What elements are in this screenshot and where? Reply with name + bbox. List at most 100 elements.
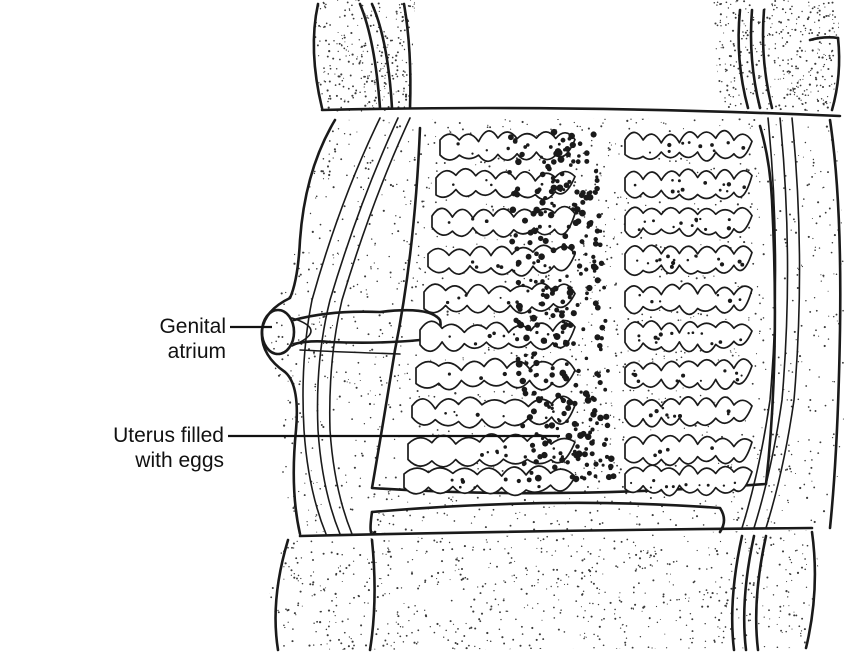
stipple-dot	[736, 608, 738, 610]
stipple-dot	[449, 542, 450, 543]
stipple-dot	[305, 85, 306, 86]
stipple-dot	[406, 535, 407, 536]
stipple-dot	[615, 143, 616, 144]
stipple-dot	[392, 418, 394, 420]
stipple-dot	[780, 31, 782, 33]
stipple-dot	[367, 51, 368, 52]
stipple-dot	[610, 443, 611, 444]
stipple-dot	[414, 34, 415, 35]
stipple-dot	[262, 588, 263, 589]
stipple-dot	[344, 9, 346, 11]
stipple-dot	[822, 555, 823, 556]
stipple-dot	[528, 169, 530, 171]
stipple-dot	[622, 486, 624, 488]
egg	[531, 448, 536, 453]
stipple-dot	[399, 528, 400, 529]
stipple-dot	[372, 531, 373, 532]
stipple-dot	[823, 187, 825, 189]
stipple-dot	[413, 277, 414, 278]
stipple-dot	[322, 426, 324, 428]
stipple-dot	[397, 230, 399, 232]
stipple-dot	[474, 646, 475, 647]
stipple-dot	[472, 534, 474, 536]
stipple-dot	[726, 69, 728, 71]
stipple-dot	[635, 570, 637, 572]
stipple-dot	[833, 445, 834, 446]
stipple-dot	[831, 51, 832, 52]
stipple-dot	[340, 107, 342, 109]
stipple-dot	[813, 159, 814, 160]
stipple-dot	[600, 371, 601, 372]
stipple-dot	[449, 130, 450, 131]
stipple-dot	[553, 607, 555, 609]
stipple-dot	[374, 404, 375, 405]
stipple-dot	[751, 651, 752, 652]
stipple-dot	[335, 622, 336, 623]
stipple-dot	[490, 606, 492, 608]
stipple-dot	[754, 168, 756, 170]
stipple-dot	[782, 45, 784, 47]
egg	[591, 131, 597, 137]
stipple-dot	[832, 10, 834, 12]
stipple-dot	[364, 525, 366, 527]
stipple-dot	[811, 481, 812, 482]
stipple-dot	[372, 160, 374, 162]
stipple-dot	[537, 538, 538, 539]
stipple-dot	[660, 549, 662, 551]
egg	[543, 196, 547, 200]
stipple-dot	[387, 528, 389, 530]
egg	[507, 147, 510, 150]
stipple-dot	[751, 125, 753, 127]
stipple-dot	[298, 580, 299, 581]
stipple-dot	[319, 318, 320, 319]
stipple-dot	[478, 508, 480, 510]
stipple-dot	[401, 411, 403, 413]
stipple-dot	[403, 240, 405, 242]
stipple-dot	[791, 83, 792, 84]
stipple-dot	[397, 615, 399, 617]
stipple-dot	[407, 260, 408, 261]
stipple-dot	[660, 246, 662, 248]
stipple-dot	[358, 201, 359, 202]
stipple-dot	[342, 80, 344, 82]
stipple-dot	[593, 375, 595, 377]
stipple-dot	[312, 447, 314, 449]
stipple-dot	[733, 45, 735, 47]
stipple-dot	[390, 536, 391, 537]
egg	[728, 299, 732, 303]
egg	[598, 380, 603, 385]
stipple-dot	[772, 136, 774, 138]
stipple-dot	[393, 94, 394, 95]
stipple-dot	[636, 516, 637, 517]
stipple-dot	[762, 339, 764, 341]
stipple-dot	[374, 80, 375, 81]
stipple-dot	[611, 405, 612, 406]
uterine-branch	[625, 283, 752, 314]
stipple-dot	[605, 402, 607, 404]
stipple-dot	[415, 233, 417, 235]
egg	[527, 240, 532, 245]
stipple-dot	[805, 529, 806, 530]
stipple-dot	[564, 631, 566, 633]
stipple-dot	[454, 392, 456, 394]
stipple-dot	[315, 520, 317, 522]
stipple-dot	[350, 508, 352, 510]
uterine-branch	[625, 397, 752, 427]
stipple-dot	[660, 619, 661, 620]
stipple-dot	[591, 581, 593, 583]
stipple-dot	[421, 200, 423, 202]
stipple-dot	[361, 46, 363, 48]
stipple-dot	[417, 221, 419, 223]
egg	[580, 200, 585, 205]
stipple-dot	[281, 325, 283, 327]
egg	[542, 160, 546, 164]
stipple-dot	[471, 522, 472, 523]
stipple-dot	[746, 38, 748, 40]
stipple-dot	[417, 49, 419, 51]
stipple-dot	[605, 537, 607, 539]
stipple-dot	[560, 580, 561, 581]
stipple-dot	[841, 51, 842, 52]
lower-segment	[276, 503, 815, 650]
stipple-dot	[403, 190, 405, 192]
egg	[580, 190, 585, 195]
